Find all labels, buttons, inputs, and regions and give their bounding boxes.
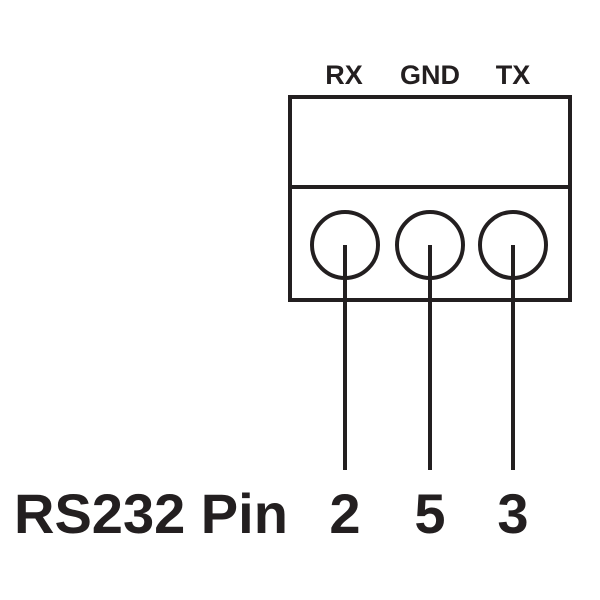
rs232-pin-number-rx: 2 <box>329 482 360 545</box>
rs232-pin-number-gnd: 5 <box>414 482 445 545</box>
pin-label-tx: TX <box>496 60 531 90</box>
rs232-pin-number-tx: 3 <box>497 482 528 545</box>
rs232-pin-caption: RS232 Pin <box>14 482 288 545</box>
pin-label-gnd: GND <box>400 60 460 90</box>
pin-label-rx: RX <box>325 60 363 90</box>
